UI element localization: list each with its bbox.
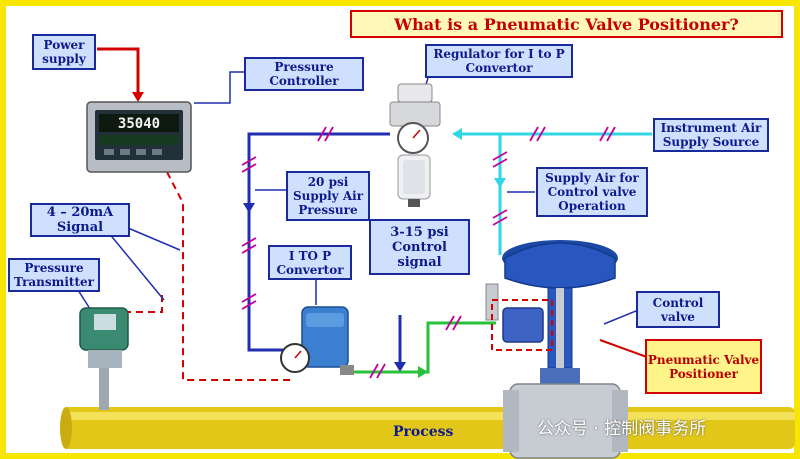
- signal-dashed-lines: [120, 171, 295, 381]
- pneumatic-positioner-label: Pneumatic Valve Positioner: [645, 339, 762, 394]
- i-to-p-label: I TO P Convertor: [268, 245, 352, 280]
- control-valve-label: Control valve: [636, 291, 720, 328]
- supply-air-label: Supply Air for Control valve Operation: [536, 167, 648, 217]
- supply-20psi-label: 20 psi Supply Air Pressure: [286, 171, 370, 221]
- process-label: Process: [393, 424, 454, 440]
- positioner-icon: [485, 283, 553, 351]
- regulator-icon: [389, 83, 441, 207]
- instrument-air-label: Instrument Air Supply Source: [653, 118, 769, 152]
- regulator-label: Regulator for I to P Convertor: [425, 44, 573, 78]
- i-to-p-convertor-icon: [280, 306, 354, 375]
- control-signal-line: [350, 321, 496, 374]
- control-signal-label: 3-15 psi Control signal: [369, 219, 470, 275]
- arrow-left-air: [452, 128, 462, 140]
- watermark-text: 公众号 · 控制阀事务所: [537, 419, 707, 439]
- pressure-controller-label: Pressure Controller: [244, 57, 364, 91]
- arrow-down-supply: [243, 203, 255, 213]
- controller-display-value: 35040: [118, 116, 160, 132]
- control-valve-icon: [502, 240, 628, 459]
- arrow-down-control: [394, 362, 406, 372]
- pressure-transmitter-icon: [79, 307, 129, 410]
- arrow-right-control: [418, 366, 428, 378]
- pressure-controller-icon: 35040: [86, 101, 192, 173]
- power-line-arrow: [132, 92, 144, 102]
- pressure-transmitter-label: Pressure Transmitter: [8, 258, 100, 292]
- pneumatic-hash-marks: [241, 126, 616, 379]
- page-title: What is a Pneumatic Valve Positioner?: [350, 10, 783, 38]
- power-supply-label: Power supply: [32, 34, 96, 70]
- arrow-down-air: [494, 178, 506, 188]
- power-line: [97, 47, 140, 95]
- instrument-air-lines: [462, 132, 652, 255]
- signal-4-20ma-label: 4 – 20mA Signal: [30, 203, 130, 237]
